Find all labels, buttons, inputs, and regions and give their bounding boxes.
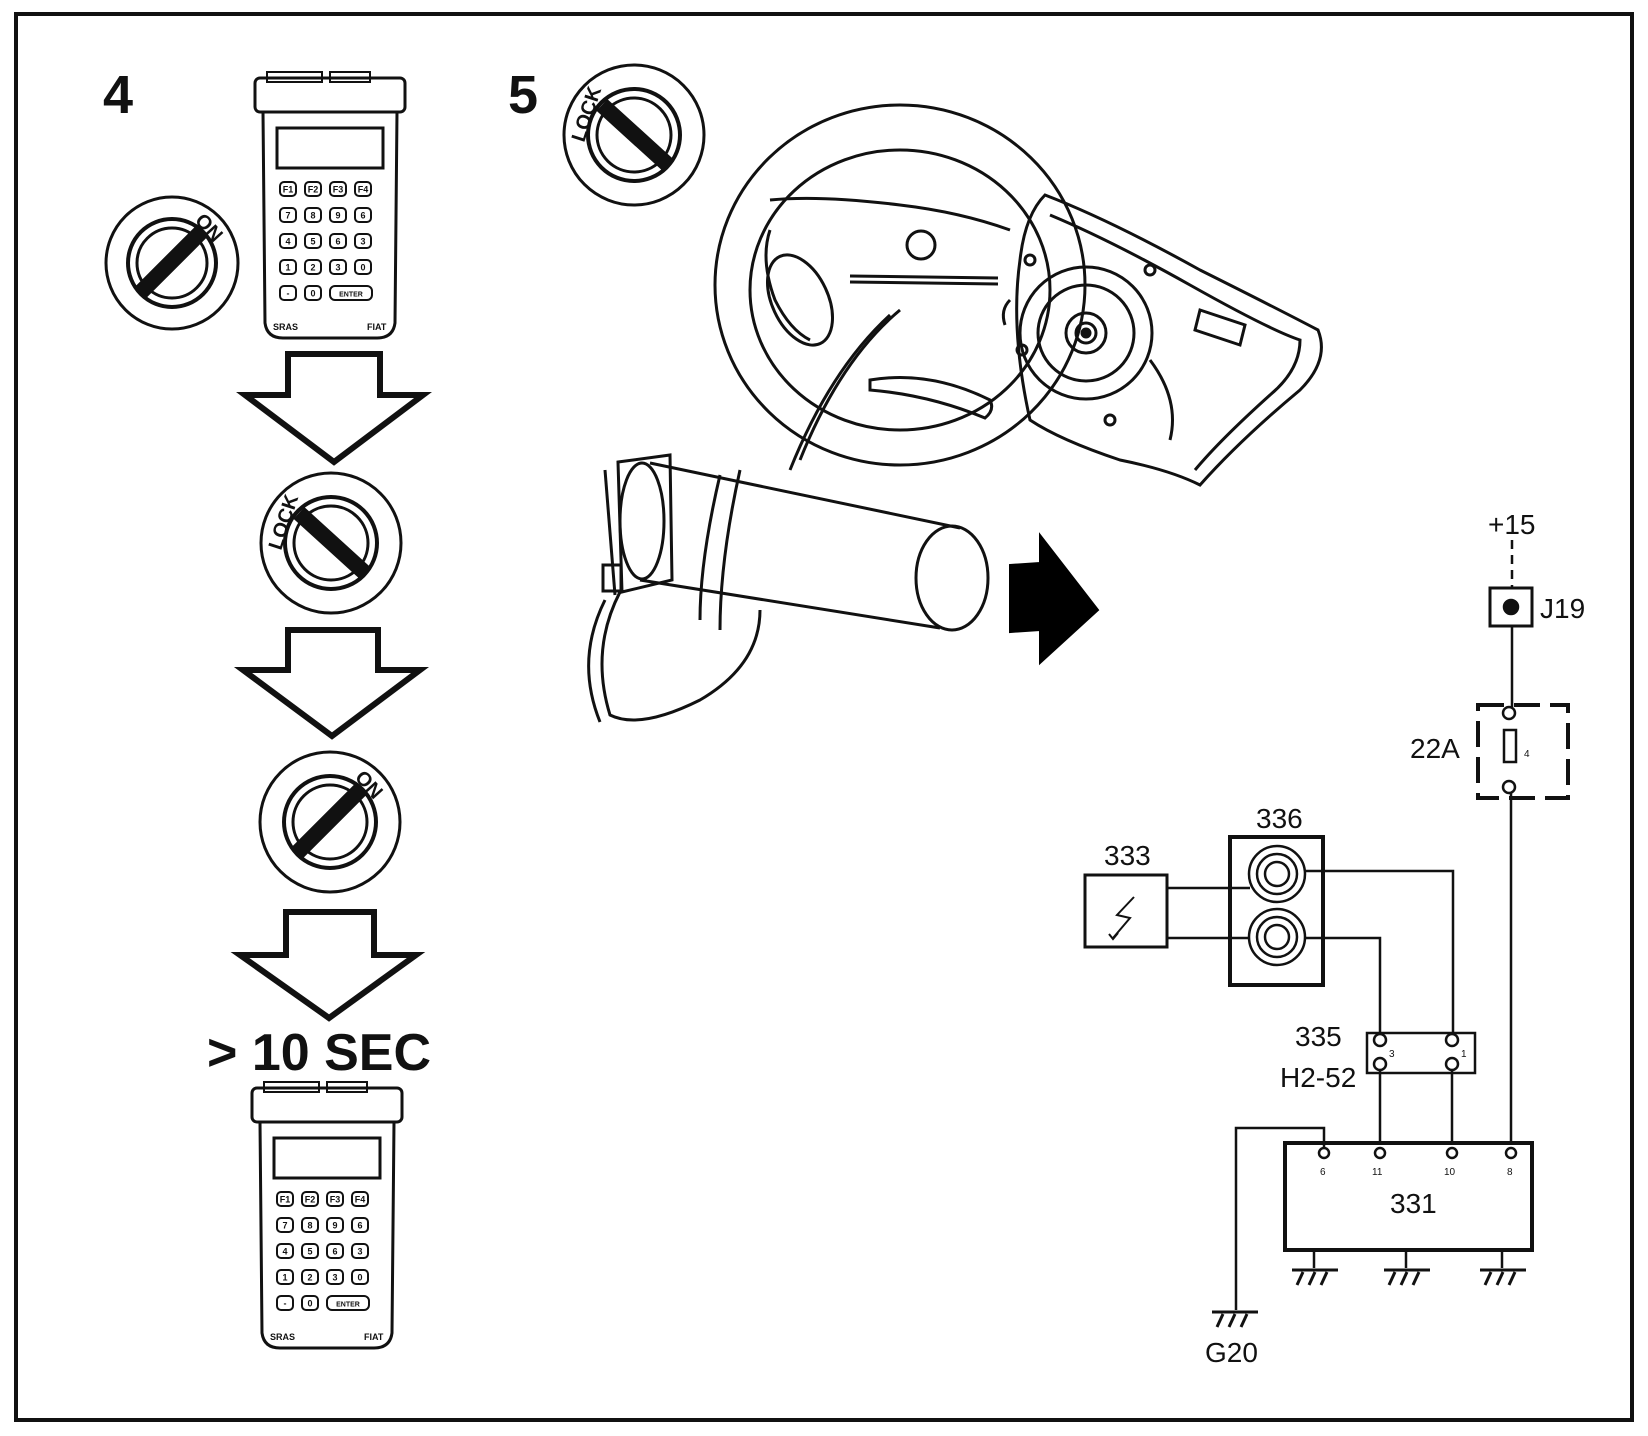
tester-key-label: 0: [357, 1273, 362, 1283]
label-connector-pin-left: 3: [1389, 1049, 1395, 1060]
down-arrow-icon: [233, 627, 429, 740]
tester-key-label: 3: [360, 237, 365, 247]
tester-key-label: F2: [308, 185, 319, 195]
label-ecu-pin: 11: [1372, 1167, 1383, 1178]
tester-key-label: 0: [360, 263, 365, 273]
tester-key-label: F2: [305, 1195, 316, 1205]
label-ecu-pin: 6: [1320, 1167, 1326, 1178]
tester-key-label: 7: [285, 211, 290, 221]
airbag-inflator-icon: [587, 453, 990, 723]
tester-key-label: 6: [332, 1247, 337, 1257]
label-connector-pin-right: 1: [1461, 1049, 1467, 1060]
tester-key-label: 0: [310, 289, 315, 299]
tester-key-label: F4: [358, 185, 369, 195]
down-arrow-icon: [230, 909, 426, 1022]
tester-brand-right: FIAT: [367, 322, 387, 332]
label-h2-52: H2-52: [1280, 1062, 1356, 1093]
tester-key-label: -: [287, 289, 290, 299]
tester-key-label: 0: [307, 1299, 312, 1309]
tester-key-label: ENTER: [339, 292, 363, 299]
label-ground-g20: G20: [1205, 1337, 1258, 1368]
down-arrow-icon: [236, 351, 432, 466]
tester-key-label: ENTER: [336, 1302, 360, 1309]
tester-key-label: 3: [357, 1247, 362, 1257]
step4-number: 4: [103, 65, 133, 125]
label-ecu-pin: 8: [1507, 1167, 1513, 1178]
tester-key-label: 5: [310, 237, 315, 247]
tester-key-label: 2: [310, 263, 315, 273]
tester-key-label: 1: [282, 1273, 287, 1283]
tester-key-label: 3: [335, 263, 340, 273]
tester-key-label: 6: [357, 1221, 362, 1231]
label-ecu-331: 331: [1390, 1188, 1437, 1219]
tester-key-label: 4: [282, 1247, 287, 1257]
tester-key-label: 1: [285, 263, 290, 273]
tester-key-label: 6: [360, 211, 365, 221]
outer-frame: [14, 12, 1634, 1422]
ground-symbol-icon: [1384, 1268, 1430, 1286]
tester-key-label: F3: [333, 185, 344, 195]
label-fuse-number: 4: [1524, 749, 1530, 760]
tester-key-label: F1: [283, 185, 294, 195]
tester-brand-right: FIAT: [364, 1332, 384, 1342]
ground-symbol-icon: [1480, 1268, 1526, 1286]
tester-key-label: F3: [330, 1195, 341, 1205]
tester-key-label: 5: [307, 1247, 312, 1257]
tester-key-label: F4: [355, 1195, 366, 1205]
wiring-schematic: [1083, 540, 1570, 1310]
label-fuse-box-22a: 22A: [1410, 733, 1460, 764]
tester-key-label: 9: [335, 211, 340, 221]
tester-key-label: F1: [280, 1195, 291, 1205]
tester-key-label: 8: [310, 211, 315, 221]
label-333: 333: [1104, 840, 1151, 871]
tester-key-label: 2: [307, 1273, 312, 1283]
right-arrow-icon: [1009, 532, 1100, 666]
ground-symbol-icon: [1212, 1310, 1258, 1328]
tester-key-label: 9: [332, 1221, 337, 1231]
tester-brand-left: SRAS: [270, 1332, 295, 1342]
tester-key-label: 7: [282, 1221, 287, 1231]
ground-symbol-icon: [1292, 1268, 1338, 1286]
duration-label: > 10 SEC: [207, 1024, 431, 1082]
ignition-key-lock-icon: LOCK: [562, 63, 706, 207]
ignition-key-lock-icon: LOCK: [259, 471, 403, 615]
tester-key-label: 6: [335, 237, 340, 247]
ignition-key-on-icon: ON: [104, 195, 240, 331]
tester-keypad: [276, 1191, 370, 1311]
step5-number: 5: [508, 65, 538, 125]
label-335: 335: [1295, 1021, 1342, 1052]
tester-keypad: [279, 181, 373, 301]
tester-key-label: 3: [332, 1273, 337, 1283]
tester-key-label: 8: [307, 1221, 312, 1231]
ignition-key-on-icon: ON: [258, 750, 402, 894]
tester-key-label: -: [284, 1299, 287, 1309]
label-336: 336: [1256, 803, 1303, 834]
airbag-module-icon: [1001, 193, 1323, 487]
label-j19: J19: [1540, 593, 1585, 624]
steering-wheel-icon: [713, 103, 1087, 471]
label-ecu-pin: 10: [1444, 1167, 1456, 1178]
tester-key-label: 4: [285, 237, 290, 247]
tester-brand-left: SRAS: [273, 322, 298, 332]
label-supply-plus15: +15: [1488, 509, 1536, 540]
